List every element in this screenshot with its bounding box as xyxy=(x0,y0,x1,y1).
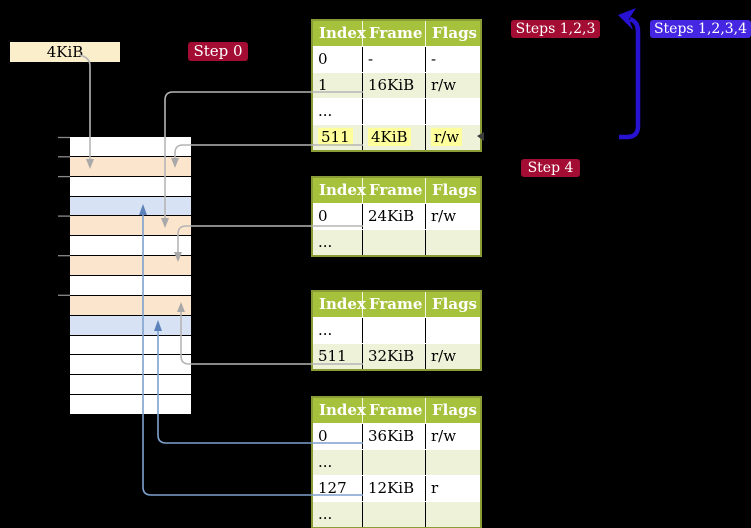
table-cell: r/w xyxy=(431,207,457,225)
table-header-cell: Frame xyxy=(363,178,426,203)
table-cell: ... xyxy=(313,450,363,475)
physical-memory-column xyxy=(69,136,192,415)
memory-frame-row xyxy=(70,216,191,237)
table-header-cell: Frame xyxy=(363,21,426,46)
memory-frame-row xyxy=(70,256,191,277)
table-cell: r/w xyxy=(426,125,480,150)
table-cell: ... xyxy=(313,318,363,343)
steps-loop-arrow xyxy=(619,16,641,140)
table-header-cell: Flags xyxy=(432,295,477,313)
table-cell: r/w xyxy=(431,427,457,445)
table-cell xyxy=(426,99,480,124)
memory-frame-row xyxy=(70,295,191,316)
step4-badge: Step 4 xyxy=(521,159,580,177)
table-cell: ... xyxy=(313,502,363,527)
memory-frame-row xyxy=(70,395,191,415)
table-cell: 0 xyxy=(313,47,363,72)
table-cell xyxy=(363,230,426,255)
table-cell: 24KiB xyxy=(363,204,426,229)
table-row: ... xyxy=(313,449,480,475)
table-cell: r/w xyxy=(431,347,457,365)
table-cell: 127 xyxy=(313,476,363,501)
table-cell: 32KiB xyxy=(363,344,426,369)
table-header-cell: Index xyxy=(313,178,366,203)
memory-frame-row xyxy=(70,156,191,177)
step0-badge: Step 0 xyxy=(188,42,248,61)
memory-frame-row xyxy=(70,315,191,336)
memory-frame-row xyxy=(70,196,191,217)
table-row: 511 4KiB r/w xyxy=(313,124,480,150)
table-cell: 36KiB xyxy=(363,424,426,449)
table-cell xyxy=(363,502,426,527)
curved-arrowhead-icon xyxy=(618,8,636,30)
highlighted-value: 4KiB xyxy=(368,128,411,146)
table-cell xyxy=(363,318,426,343)
table-cell: 511 xyxy=(313,344,363,369)
memory-frame-row xyxy=(70,375,191,396)
table-cell: 4KiB xyxy=(363,125,426,150)
table-cell: - xyxy=(431,50,437,68)
table-cell: 1 xyxy=(313,73,363,98)
table-header-cell: Frame xyxy=(363,398,426,423)
table-cell: r/w xyxy=(431,76,457,94)
steps123-badge: Steps 1,2,3 xyxy=(511,20,600,38)
table-cell xyxy=(426,450,480,475)
table-cell: - xyxy=(363,47,426,72)
memory-frame-row xyxy=(70,137,191,157)
table-header-cell: Flags xyxy=(432,24,477,42)
table-row: ... xyxy=(313,229,480,255)
table-row: 0-- xyxy=(313,46,480,72)
table-header-cell: Flags xyxy=(432,401,477,419)
table-cell: 0 xyxy=(313,204,363,229)
table-cell: 16KiB xyxy=(363,73,426,98)
table-row: ... xyxy=(313,317,480,343)
memory-frame-row xyxy=(70,355,191,376)
highlighted-value: 511 xyxy=(318,128,353,146)
table-row: ... xyxy=(313,98,480,124)
table-header-cell: Flags xyxy=(432,181,477,199)
steps1234-badge: Steps 1,2,3,4 xyxy=(650,20,751,38)
table-header-cell: Index xyxy=(313,21,366,46)
table-cell xyxy=(426,230,480,255)
highlighted-value: r/w xyxy=(431,128,463,146)
table-cell: ... xyxy=(313,99,363,124)
memory-frame-row xyxy=(70,176,191,197)
frame-size-label: 4KiB xyxy=(10,42,120,62)
table-cell xyxy=(363,450,426,475)
table-cell: 511 xyxy=(313,125,363,150)
table-row: ... xyxy=(313,501,480,527)
table-cell: 12KiB xyxy=(363,476,426,501)
table-cell xyxy=(426,502,480,527)
table-cell: r xyxy=(431,479,439,497)
table-cell: ... xyxy=(313,230,363,255)
memory-frame-row xyxy=(70,236,191,257)
memory-frame-row xyxy=(70,276,191,296)
table-cell xyxy=(363,99,426,124)
table-cell xyxy=(426,318,480,343)
table-header-cell: Index xyxy=(313,398,366,423)
memory-frame-row xyxy=(70,335,191,356)
table-cell: 0 xyxy=(313,424,363,449)
table-header-cell: Frame xyxy=(363,292,426,317)
table-header-cell: Index xyxy=(313,292,366,317)
